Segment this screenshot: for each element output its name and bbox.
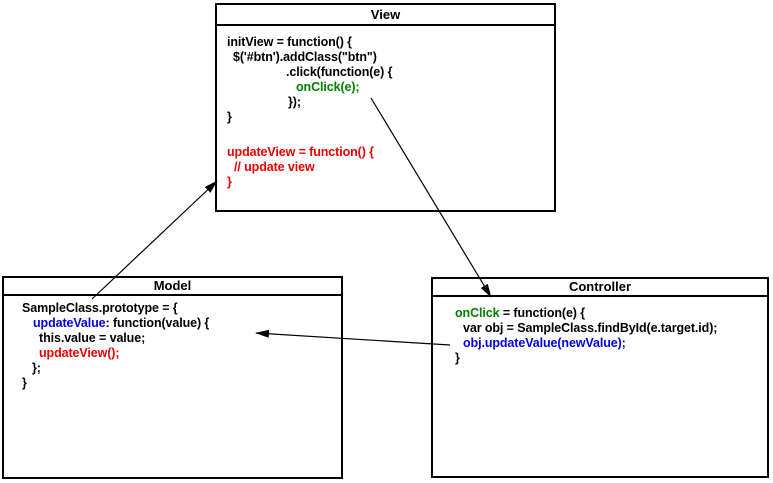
controller-box: Controller onClick = function(e) {var ob… xyxy=(431,277,769,478)
code-segment: initView = function() { xyxy=(227,35,352,49)
code-line: var obj = SampleClass.findById(e.target.… xyxy=(455,321,767,336)
code-segment: } xyxy=(227,175,232,189)
code-line: updateValue: function(value) { xyxy=(22,316,341,331)
code-segment: } xyxy=(22,376,27,390)
code-segment: // update view xyxy=(234,160,315,174)
view-box: View initView = function() {$('#btn').ad… xyxy=(215,3,556,212)
model-box-code: SampleClass.prototype = {updateValue: fu… xyxy=(4,296,341,391)
code-segment: = function(e) { xyxy=(499,306,586,320)
code-segment: updateValue xyxy=(33,316,106,330)
code-line: // update view xyxy=(227,160,554,175)
code-segment: SampleClass.prototype = { xyxy=(22,301,178,315)
code-segment: onClick(e); xyxy=(296,80,360,94)
code-line: } xyxy=(227,175,554,190)
code-segment: }; xyxy=(32,361,41,375)
code-segment: obj.updateValue(newValue); xyxy=(463,336,626,350)
code-segment: } xyxy=(227,110,232,124)
code-segment: this.value = value; xyxy=(39,331,146,345)
code-segment: var obj = SampleClass.findById(e.target.… xyxy=(463,321,718,335)
code-line: updateView(); xyxy=(22,346,341,361)
code-segment: } xyxy=(455,351,460,365)
model-box: Model SampleClass.prototype = {updateVal… xyxy=(2,276,343,479)
code-line: this.value = value; xyxy=(22,331,341,346)
code-line: } xyxy=(227,110,554,125)
code-line: onClick(e); xyxy=(227,80,554,95)
code-line: updateView = function() { xyxy=(227,145,554,160)
model-box-title: Model xyxy=(4,278,341,296)
code-line: SampleClass.prototype = { xyxy=(22,301,341,316)
code-line: }); xyxy=(227,95,554,110)
code-segment: onClick xyxy=(455,306,500,320)
code-line: initView = function() { xyxy=(227,35,554,50)
view-box-code: initView = function() {$('#btn').addClas… xyxy=(217,26,554,190)
code-segment: .click(function(e) { xyxy=(286,65,393,79)
code-line: } xyxy=(455,351,767,366)
controller-box-code: onClick = function(e) {var obj = SampleC… xyxy=(433,297,767,366)
code-line: } xyxy=(22,376,341,391)
code-segment: updateView = function() { xyxy=(227,145,374,159)
code-line: $('#btn').addClass("btn") xyxy=(227,50,554,65)
code-line: obj.updateValue(newValue); xyxy=(455,336,767,351)
code-line: .click(function(e) { xyxy=(227,65,554,80)
code-line xyxy=(227,125,554,145)
controller-box-title: Controller xyxy=(433,279,767,297)
code-segment: updateView(); xyxy=(39,346,120,360)
code-segment: }); xyxy=(288,95,301,109)
code-segment: : function(value) { xyxy=(105,316,210,330)
code-line: onClick = function(e) { xyxy=(455,306,767,321)
code-line: }; xyxy=(22,361,341,376)
code-segment: $('#btn').addClass("btn") xyxy=(233,50,377,64)
view-box-title: View xyxy=(217,5,554,26)
